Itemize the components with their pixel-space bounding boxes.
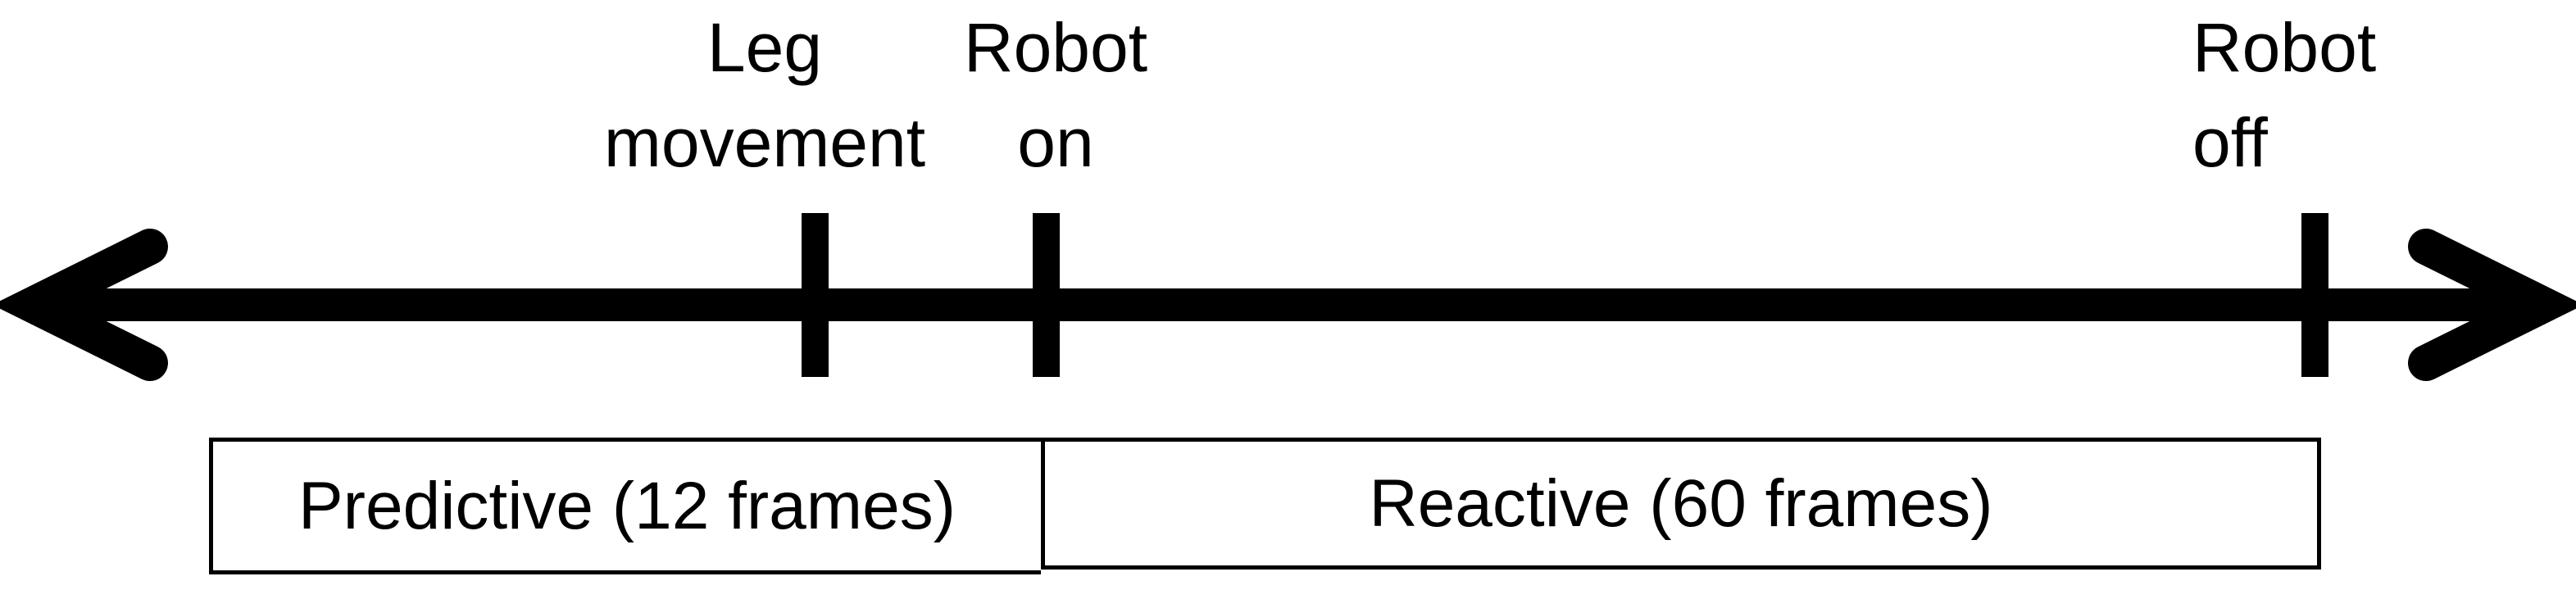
left-arrowhead-icon [0,229,168,381]
tick-robot-on [1033,213,1060,377]
phase-label-reactive: Reactive (60 frames) [1369,465,1993,541]
phase-label-predictive: Predictive (12 frames) [298,468,956,543]
event-label-robot-on: Robot on [963,9,1148,181]
right-arrowhead-icon [2408,229,2576,381]
event-label-robot-off: Robot off [2192,9,2377,181]
tick-robot-off [2301,213,2328,377]
phase-box-predictive: Predictive (12 frames) [209,438,1041,574]
tick-leg-movement [802,213,829,377]
event-label-leg-movement: Leg movement [603,9,926,181]
phase-box-reactive: Reactive (60 frames) [1041,438,2321,570]
